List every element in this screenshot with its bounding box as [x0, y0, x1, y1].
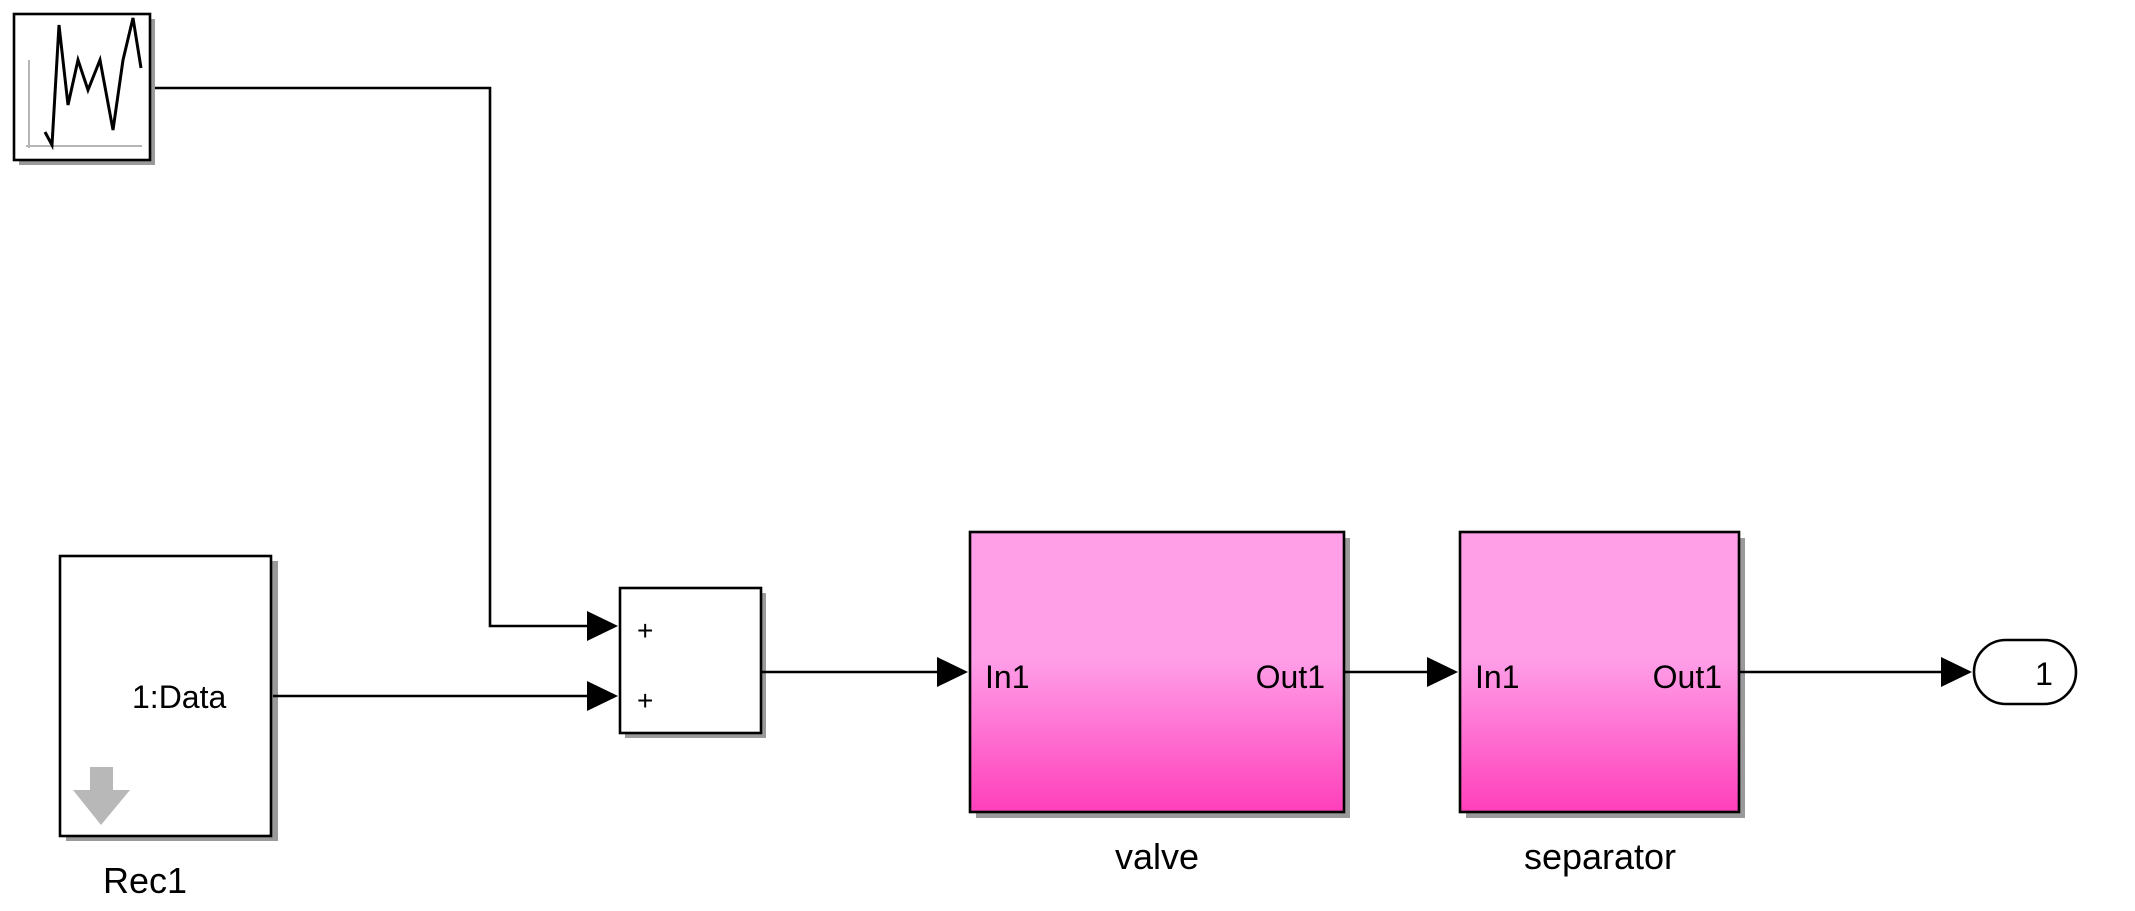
signal-line-sum-to-valve[interactable]	[761, 657, 968, 687]
signal-line-rec-to-sum[interactable]	[273, 681, 618, 711]
sum-sign-1: +	[637, 615, 653, 646]
valve-in1-label: In1	[985, 659, 1029, 695]
rec1-name: Rec1	[103, 860, 187, 901]
down-arrow-icon	[73, 767, 130, 825]
separator-in1-label: In1	[1475, 659, 1519, 695]
separator-out1-label: Out1	[1653, 659, 1722, 695]
random-signal-icon	[26, 17, 143, 151]
signal-line-random-to-sum[interactable]	[155, 86, 618, 641]
outport-label: 1	[2035, 656, 2053, 692]
valve-subsystem[interactable]: In1 Out1	[968, 530, 1350, 818]
rec1-port-label: 1:Data	[132, 679, 226, 715]
signal-line-separator-to-outport[interactable]	[1739, 657, 1972, 687]
separator-subsystem[interactable]: In1 Out1	[1458, 530, 1745, 818]
rec1-block[interactable]: 1:Data	[58, 554, 278, 841]
valve-name: valve	[1115, 836, 1199, 877]
valve-out1-label: Out1	[1256, 659, 1325, 695]
separator-name: separator	[1524, 836, 1676, 877]
outport-1[interactable]: 1	[1972, 638, 2078, 706]
sum-sign-2: +	[637, 685, 653, 716]
signal-line-valve-to-separator[interactable]	[1344, 657, 1458, 687]
sum-block[interactable]: + +	[618, 586, 766, 738]
random-source-block[interactable]	[12, 12, 155, 165]
